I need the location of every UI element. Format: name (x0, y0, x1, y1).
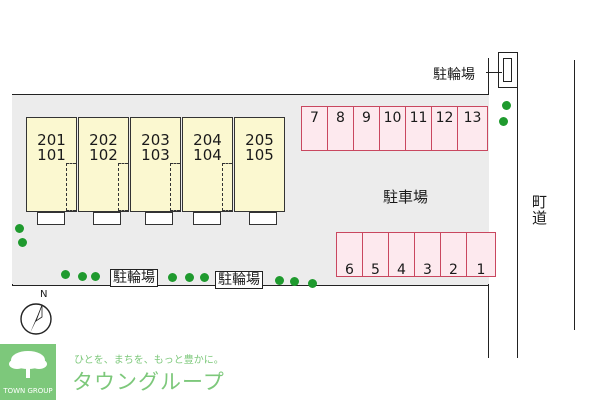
north-arrow (18, 293, 54, 337)
tree-icon (502, 101, 511, 110)
street-edge-line (574, 60, 578, 330)
unit-porch (37, 212, 65, 225)
parking-space-7: 7 (301, 106, 328, 151)
unit-porch (93, 212, 121, 225)
tree-icon (15, 224, 24, 233)
parking-space-11: 11 (405, 106, 432, 151)
bike-shed-leader (486, 72, 502, 73)
parking-space-8: 8 (327, 106, 354, 151)
bike-parking-label-right: 駐輪場 (215, 271, 263, 289)
parking-space-1: 1 (466, 232, 496, 278)
parking-space-9: 9 (353, 106, 380, 151)
tree-icon (78, 272, 87, 281)
stair-outline (118, 163, 128, 211)
stair-outline (66, 163, 76, 211)
bike-shed-label: 駐輪場 (433, 67, 475, 83)
brand-logo-text: TOWN GROUP (3, 387, 53, 395)
street-label: 町道 (530, 194, 548, 226)
stair-outline (222, 163, 232, 211)
north-label: N (40, 289, 48, 300)
parking-space-2: 2 (440, 232, 467, 278)
parking-space-6: 6 (336, 232, 363, 278)
tree-logo-icon (9, 351, 47, 378)
parking-space-5: 5 (362, 232, 389, 278)
parking-space-10: 10 (379, 106, 406, 151)
tree-icon (168, 273, 177, 282)
tree-icon (499, 117, 508, 126)
brand-tagline: ひとを、まちを、もっと豊かに。 (74, 355, 224, 366)
tree-icon (290, 277, 299, 286)
tree-icon (308, 279, 317, 288)
parking-space-13: 13 (457, 106, 488, 151)
tree-icon (275, 276, 284, 285)
bike-shed (498, 52, 518, 88)
unit-porch (249, 212, 277, 225)
parking-space-4: 4 (388, 232, 415, 278)
parking-space-3: 3 (414, 232, 441, 278)
bike-parking-label-left: 駐輪場 (110, 269, 158, 287)
unit-porch (145, 212, 173, 225)
tree-icon (61, 270, 70, 279)
brand-logo: TOWN GROUP (0, 344, 56, 400)
compass-icon (20, 303, 52, 335)
unit-porch (193, 212, 221, 225)
tree-icon (18, 238, 27, 247)
brand-name: タウングループ (72, 370, 225, 394)
parking-space-12: 12 (431, 106, 458, 151)
tree-icon (200, 273, 209, 282)
stair-outline (170, 163, 180, 211)
parking-lot-label: 駐車場 (383, 188, 429, 206)
tree-icon (185, 273, 194, 282)
tree-icon (91, 272, 100, 281)
